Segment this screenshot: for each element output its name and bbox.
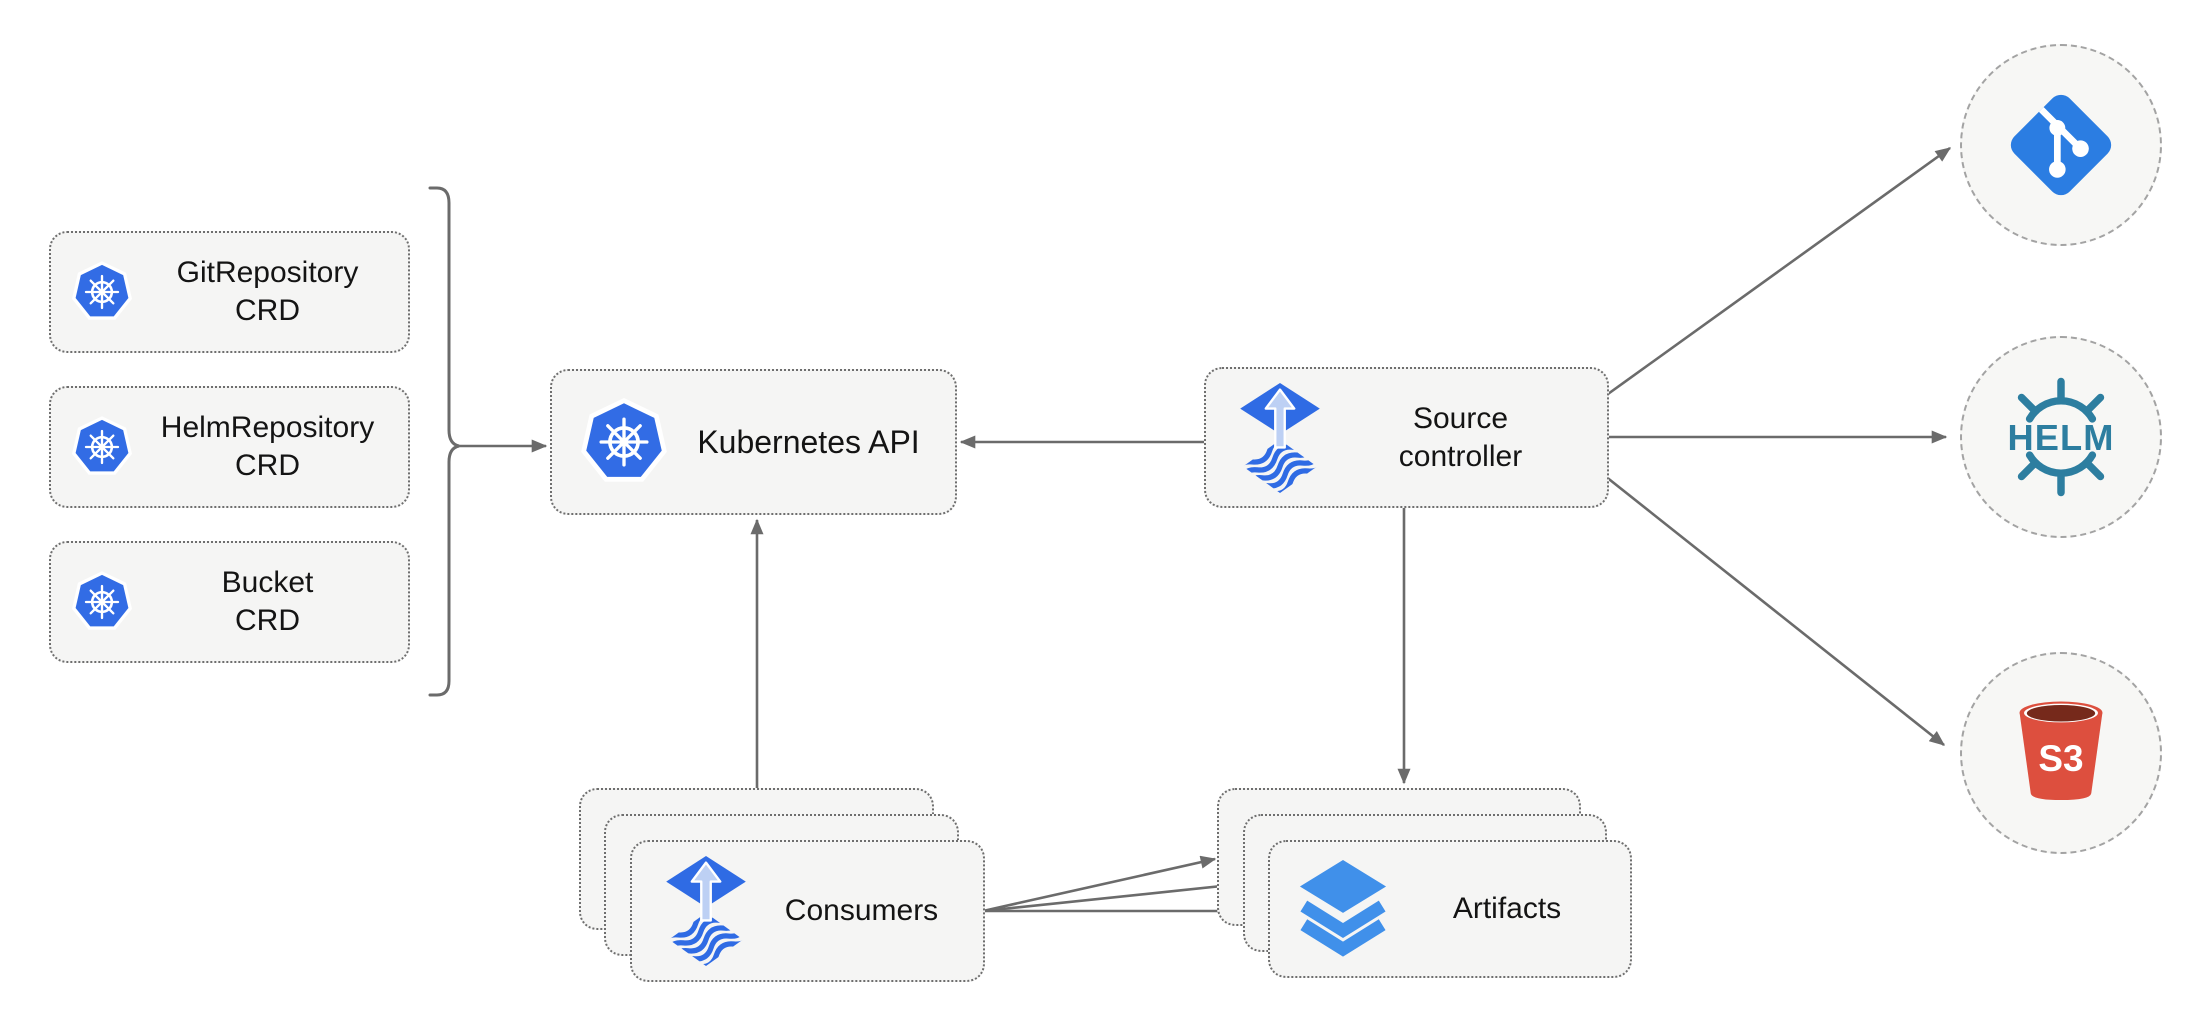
kubernetes-icon [71, 260, 133, 324]
external-helm-circle: HELM [1960, 336, 2162, 538]
node-label-line2: controller [1398, 439, 1523, 473]
node-kubernetes-api: Kubernetes API [550, 369, 957, 515]
helm-logo-text: HELM [2008, 417, 2115, 458]
node-label-line2: CRD [235, 294, 300, 327]
flux-icon [1240, 383, 1320, 493]
arrow-source-to-s3 [1599, 470, 1946, 747]
node-label: Bucket CRD [133, 564, 408, 640]
arrow-source-to-git [1600, 146, 1952, 401]
node-artifacts: Artifacts [1268, 840, 1632, 978]
kubernetes-icon [580, 396, 668, 488]
node-label-line2: CRD [235, 449, 300, 482]
node-label-line1: HelmRepository [160, 411, 375, 444]
external-git-circle [1960, 44, 2162, 246]
node-label-line2: CRD [235, 604, 300, 637]
node-bucket-crd: Bucket CRD [49, 541, 410, 663]
node-consumers: Consumers [630, 840, 985, 982]
s3-logo-text: S3 [2038, 738, 2083, 779]
node-label: GitRepository CRD [133, 254, 408, 330]
layers-icon [1296, 860, 1390, 958]
node-label: HelmRepository CRD [133, 409, 408, 485]
arrow-consumers-to-artifacts-1 [982, 855, 1217, 913]
crd-group-bracket [428, 186, 460, 697]
node-label-line1: GitRepository [176, 256, 359, 289]
kubernetes-icon [71, 415, 133, 479]
s3-bucket-icon: S3 [2019, 701, 2103, 801]
node-gitrepository-crd: GitRepository CRD [49, 231, 410, 353]
node-label: Artifacts [1452, 892, 1562, 925]
kubernetes-icon [71, 570, 133, 634]
node-label: Kubernetes API [697, 424, 920, 460]
arrow-consumers-to-artifacts-2 [982, 879, 1243, 913]
node-label: Consumers [784, 894, 939, 927]
node-helmrepository-crd: HelmRepository CRD [49, 386, 410, 508]
git-icon [2010, 94, 2112, 196]
helm-wheel-icon: HELM [2008, 377, 2115, 497]
node-label-line1: Bucket [221, 566, 314, 599]
node-label-line1: Source [1412, 401, 1509, 435]
node-source-controller: Source controller [1204, 367, 1609, 508]
node-label: Source controller [1320, 400, 1607, 476]
external-s3-circle: S3 [1960, 652, 2162, 854]
flux-icon [666, 856, 746, 966]
